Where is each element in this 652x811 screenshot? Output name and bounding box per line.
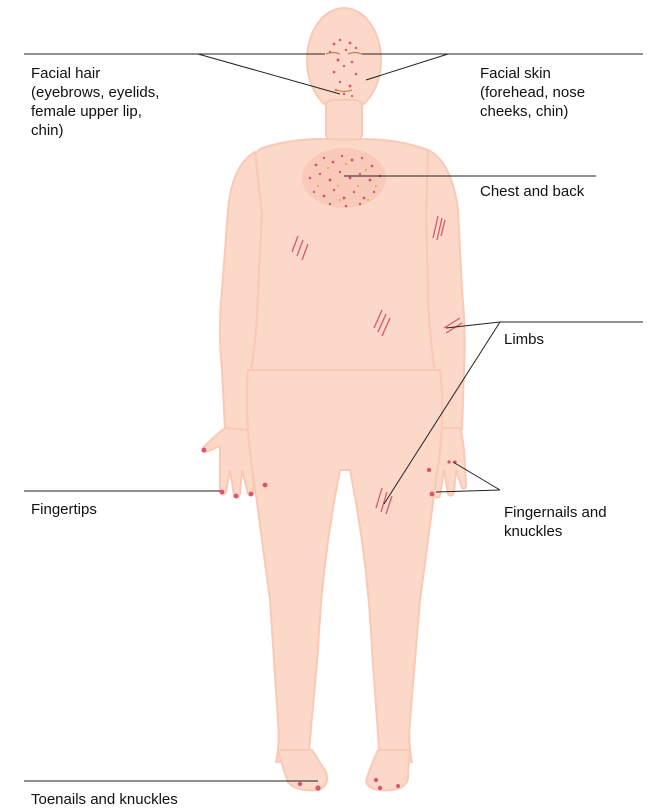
label-facial-hair: Facial hair (eyebrows, eyelids, female u… <box>31 64 159 140</box>
label-limbs: Limbs <box>504 330 544 349</box>
label-toenails-knuckles: Toenails and knuckles <box>31 790 178 809</box>
chest-rash <box>302 148 386 208</box>
label-facial-skin: Facial skin (forehead, nose cheeks, chin… <box>480 64 585 121</box>
label-fingernails-knuckles: Fingernails and knuckles <box>504 503 607 541</box>
label-fingertips: Fingertips <box>31 500 97 519</box>
label-chest-back: Chest and back <box>480 182 584 201</box>
body-silhouette <box>202 8 466 790</box>
